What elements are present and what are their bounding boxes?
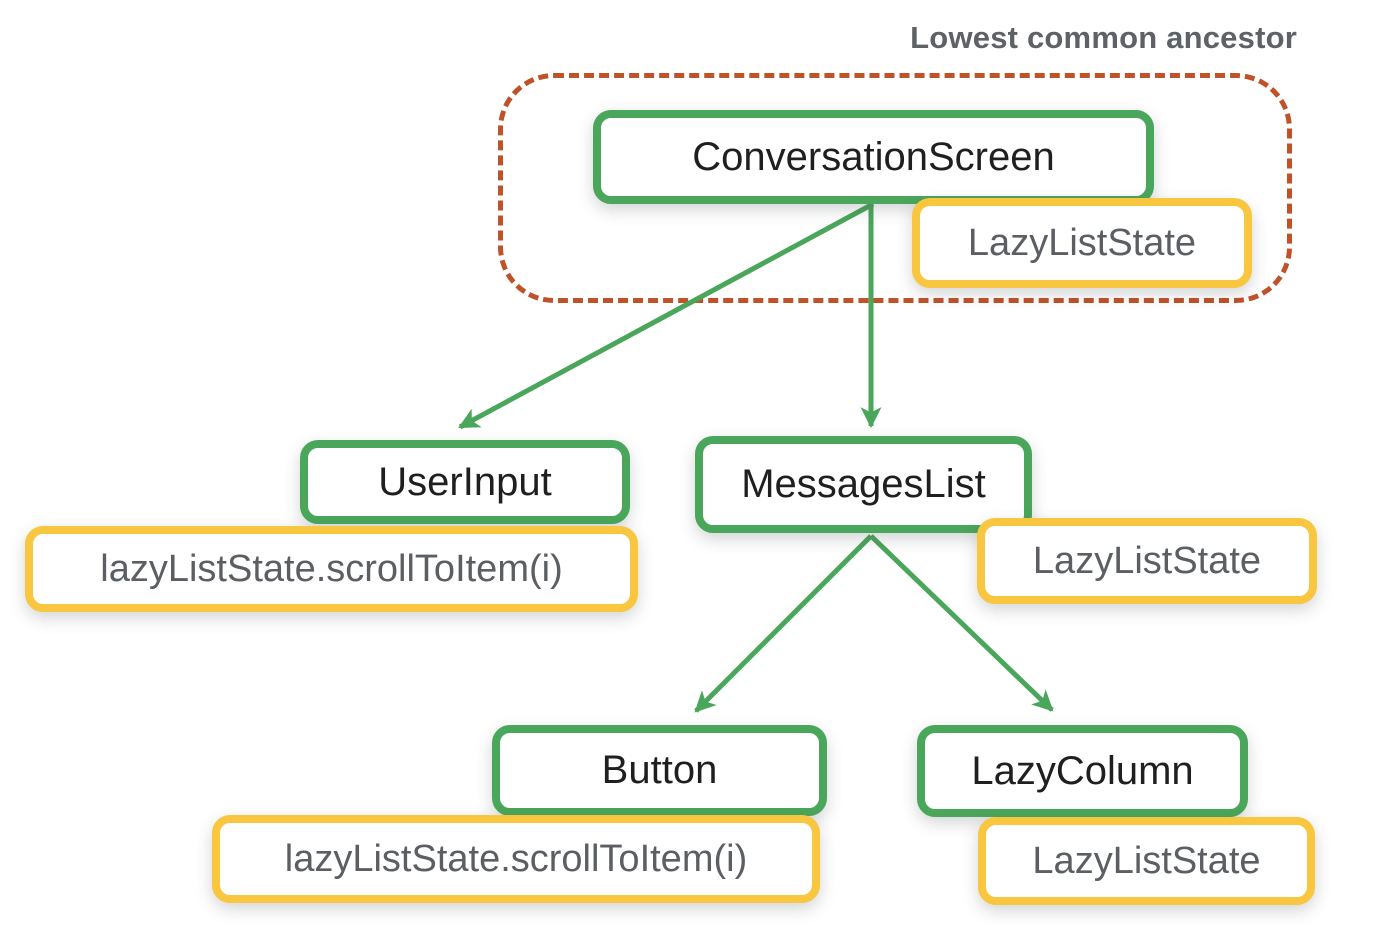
state-badge-button: lazyListState.scrollToItem(i) [212,815,820,903]
state-badge-messages-list: LazyListState [977,518,1317,604]
edge-messageslist-to-button [694,534,873,713]
node-messages-list: MessagesList [695,436,1032,533]
lowest-common-ancestor-outline [498,73,1292,303]
state-badge-conversation-screen: LazyListState [912,198,1252,288]
node-user-input: UserInput [300,440,630,524]
node-conversation-screen: ConversationScreen [593,110,1154,204]
diagram-title: Lowest common ancestor [910,20,1297,55]
node-button: Button [492,725,827,816]
state-badge-lazy-column: LazyListState [978,817,1315,905]
node-lazy-column: LazyColumn [917,725,1248,817]
state-badge-user-input: lazyListState.scrollToItem(i) [25,526,638,612]
